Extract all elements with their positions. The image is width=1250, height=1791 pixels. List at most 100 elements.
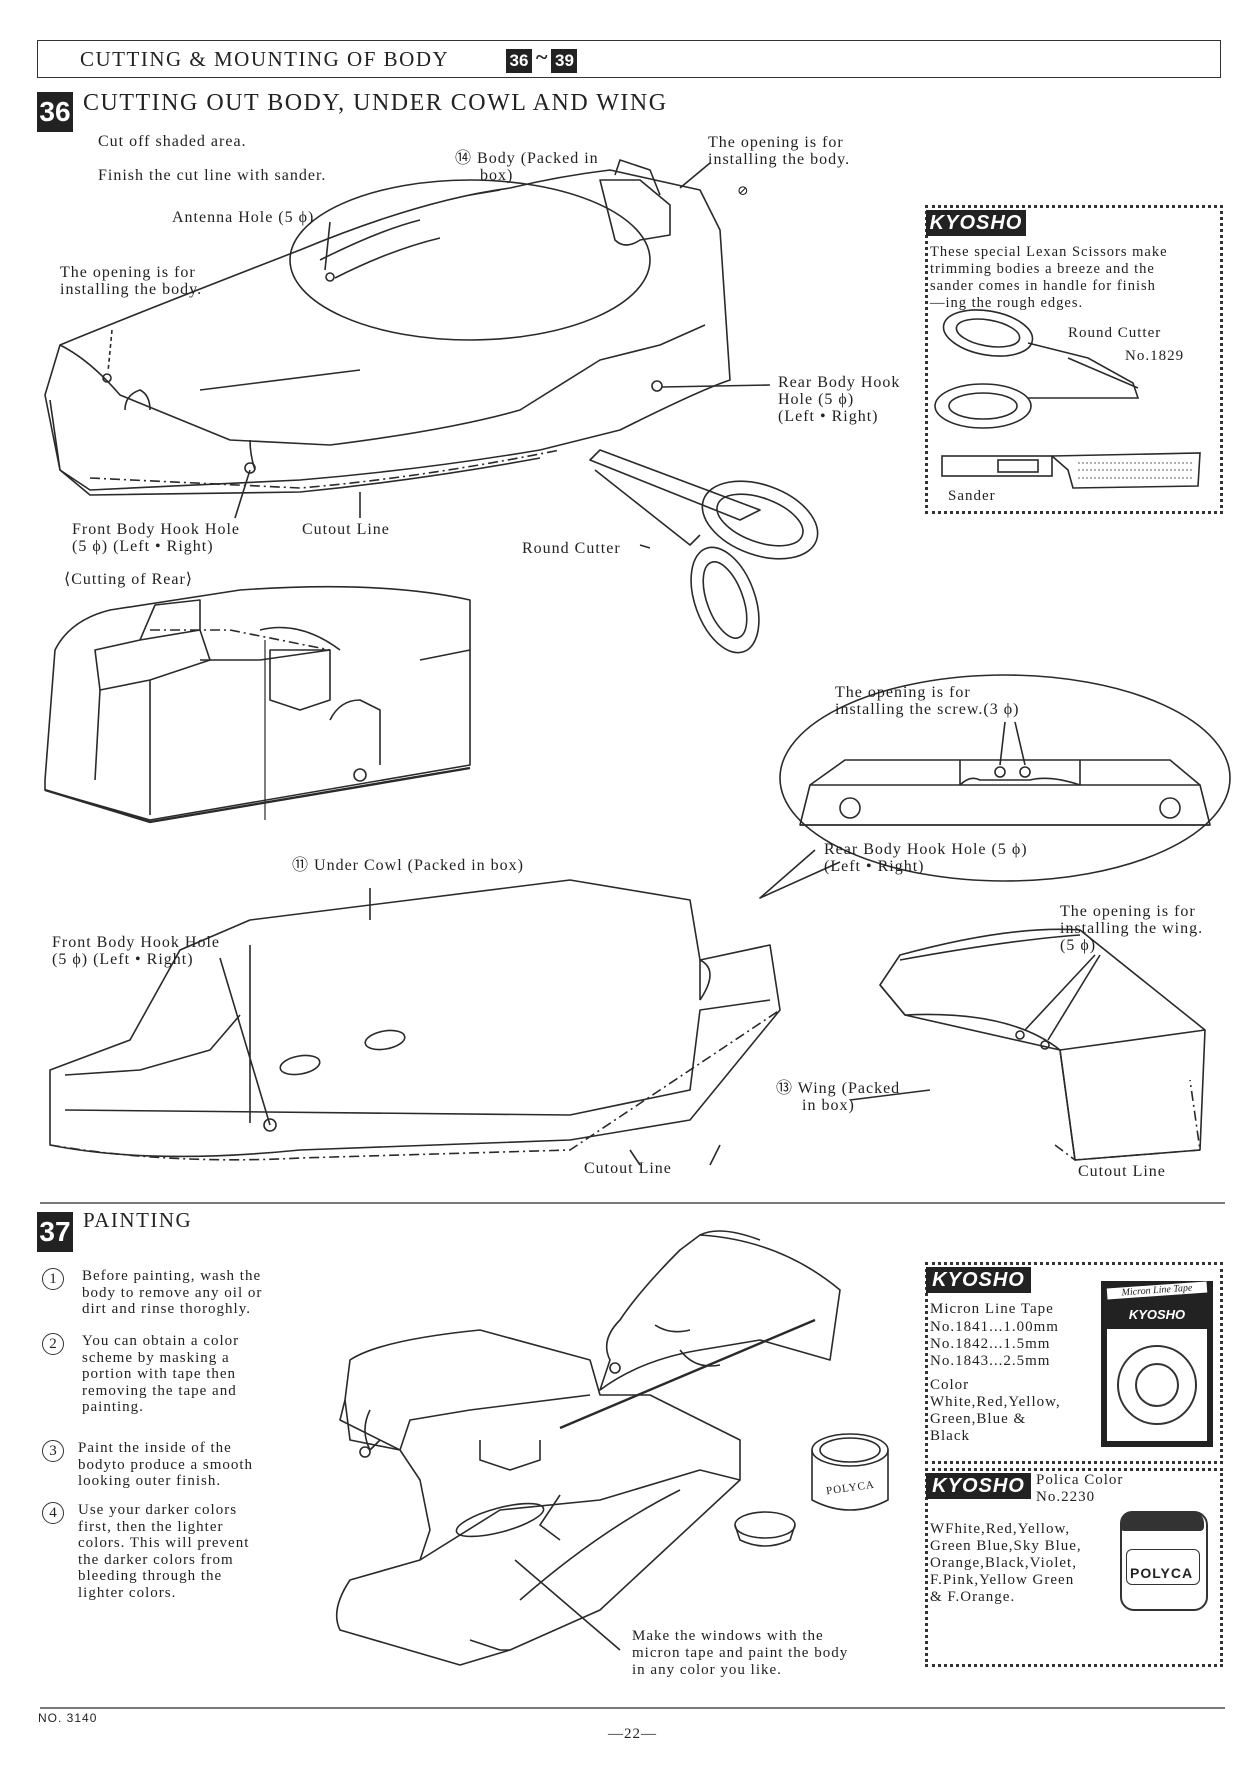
step-4-line1: Use your darker colors [78,1502,238,1518]
rear-hook2-line2: (Left • Right) [824,858,925,875]
step-4-line5: bleeding through the [78,1568,223,1584]
step-4-line4: the darker colors from [78,1551,234,1568]
under-cowl-illustration [49,879,781,1161]
under-cowl-part-number: ⑪ [292,857,310,874]
instruction-cut-shaded: Cut off shaded area. [98,133,247,150]
step-1-line2: body to remove any oil or [82,1284,263,1301]
package-top-label: Micron Line Tape [1106,1281,1208,1300]
package-logo: KYOSHO [1128,1307,1186,1322]
opening-wing-line2: installing the wing. [1060,920,1204,937]
tape-colors-line3: Black [930,1428,970,1444]
antenna-hole-label: Antenna Hole (5 ϕ) [172,209,315,226]
wing-illustration [879,928,1206,1161]
polica-colors-line1: WFhite,Red,Yellow, [930,1521,1071,1537]
micron-tape-item-2: No.1842...1.5mm [930,1336,1051,1352]
front-hook2-line1: Front Body Hook Hole [52,934,220,951]
micron-tape-package: Micron Line Tape KYOSHO [1101,1281,1213,1447]
tape-colors-line2: Green,Blue & [930,1411,1027,1427]
scissors-illustration [589,449,819,654]
step-2-line1: You can obtain a color [82,1333,240,1349]
step-1-line1: Before painting, wash the [82,1268,262,1284]
step-3-line2: bodyto produce a smooth [78,1456,254,1473]
section-36-title: CUTTING OUT BODY, UNDER COWL AND WING [83,90,668,116]
rear-hook-line1: Rear Body Hook [778,374,901,391]
front-hook-line1: Front Body Hook Hole [72,521,240,538]
cutout-line-label-1: Cutout Line [302,521,390,538]
opening-body-top-line2: installing the body. [708,151,851,168]
polica-colors-line2: Green Blue,Sky Blue, [930,1538,1082,1554]
step-2-line5: painting. [82,1399,144,1415]
step-2-line4: removing the tape and [82,1382,237,1399]
opening-body-left-line1: The opening is for [60,264,196,281]
header-step-range: 36 ~ 39 [506,44,578,73]
step-number-2: 2 [42,1333,64,1355]
windows-note-line2: micron tape and paint the body [632,1645,849,1661]
opening-body-top-line1: The opening is for [708,134,844,151]
opening-wing-line1: The opening is for [1060,903,1196,920]
cutout-line-label-2: Cutout Line [584,1160,672,1177]
tape-colors-line1: White,Red,Yellow, [930,1394,1061,1410]
rear-hook-line3: (Left • Right) [778,408,879,425]
front-hook2-line2: (5 ϕ) (Left • Right) [52,951,194,968]
step-3-line1: Paint the inside of the [78,1440,232,1456]
wing-part-number: ⑬ [776,1080,794,1097]
step-3-line3: looking outer finish. [78,1473,222,1489]
polica-colors-line5: & F.Orange. [930,1589,1016,1605]
round-cutter-product: Round Cutter [1068,325,1162,341]
tape-reel-icon [1117,1345,1197,1425]
body-illustration [44,159,731,496]
tools-drawing [934,309,1201,489]
body-packed-line1: Body (Packed in [477,150,599,167]
instruction-finish-sander: Finish the cut line with sander. [98,167,327,184]
step-number-3: 3 [42,1440,64,1462]
step-1-line3: dirt and rinse thoroghly. [82,1301,252,1317]
tools-desc-line4: —ing the rough edges. [930,295,1084,311]
round-cutter-label: Round Cutter [522,540,621,557]
tape-reel-window [1107,1329,1207,1441]
rear-cutting-illustration [44,585,471,824]
page-number: —22— [608,1726,657,1742]
rear-piece-illustration [799,721,1211,826]
kyosho-logo: KYOSHO [926,1473,1031,1499]
step-number-1: 1 [42,1268,64,1290]
wing-label: ⑬ Wing (Packed [776,1080,900,1097]
under-cowl-label: ⑪ Under Cowl (Packed in box) [292,857,524,874]
kyosho-tape-box: KYOSHO Micron Line Tape No.1841...1.00mm… [925,1262,1223,1464]
step-4-line3: colors. This will prevent [78,1535,250,1551]
section-36-badge: 36 [37,92,73,132]
section-37-badge: 37 [37,1212,73,1252]
painting-illustration [335,1230,889,1666]
cutting-of-rear-label: ⟨Cutting of Rear⟩ [64,571,194,588]
windows-note-line3: in any color you like. [632,1662,782,1678]
tools-desc-line3: sander comes in handle for finish [930,278,1156,294]
polica-title-line1: Polica Color [1036,1472,1124,1488]
body-packed-line2: box) [480,167,514,184]
opening-screw-line1: The opening is for [835,684,971,701]
kyosho-tools-box: KYOSHO These special Lexan Scissors make… [925,205,1223,514]
under-cowl-text: Under Cowl (Packed in box) [314,857,524,874]
step-2-line3: portion with tape then [82,1366,237,1382]
opening-screw-line2: installing the screw.(3 ϕ) [835,701,1020,718]
tools-desc-line2: trimming bodies a breeze and the [930,261,1155,277]
header-badge-separator: ~ [536,44,548,69]
header-badge-from: 36 [506,49,532,73]
header-bar: CUTTING & MOUNTING OF BODY 36 ~ 39 [37,40,1221,78]
cutout-line-label-3: Cutout Line [1078,1163,1166,1180]
polica-jar-icon: POLYCA [1120,1511,1208,1611]
kyosho-polica-box: KYOSHO Polica Color No.2230 WFhite,Red,Y… [925,1468,1223,1667]
front-hook-line2: (5 ϕ) (Left • Right) [72,538,214,555]
polica-colors-line3: Orange,Black,Violet, [930,1555,1077,1571]
step-number-4: 4 [42,1502,64,1524]
callout-bubble [759,674,1231,899]
opening-body-left-line2: installing the body. [60,281,203,298]
wing-line2: in box) [802,1097,855,1114]
step-4-line6: lighter colors. [78,1584,177,1601]
section-37-title: PAINTING [83,1208,193,1232]
document-number: NO. 3140 [38,1711,98,1725]
header-badge-to: 39 [551,49,578,73]
round-cutter-number: No.1829 [1125,348,1185,364]
body-packed-label: ⑭ Body (Packed in [455,150,599,167]
tools-desc-line1: These special Lexan Scissors make [930,244,1168,260]
